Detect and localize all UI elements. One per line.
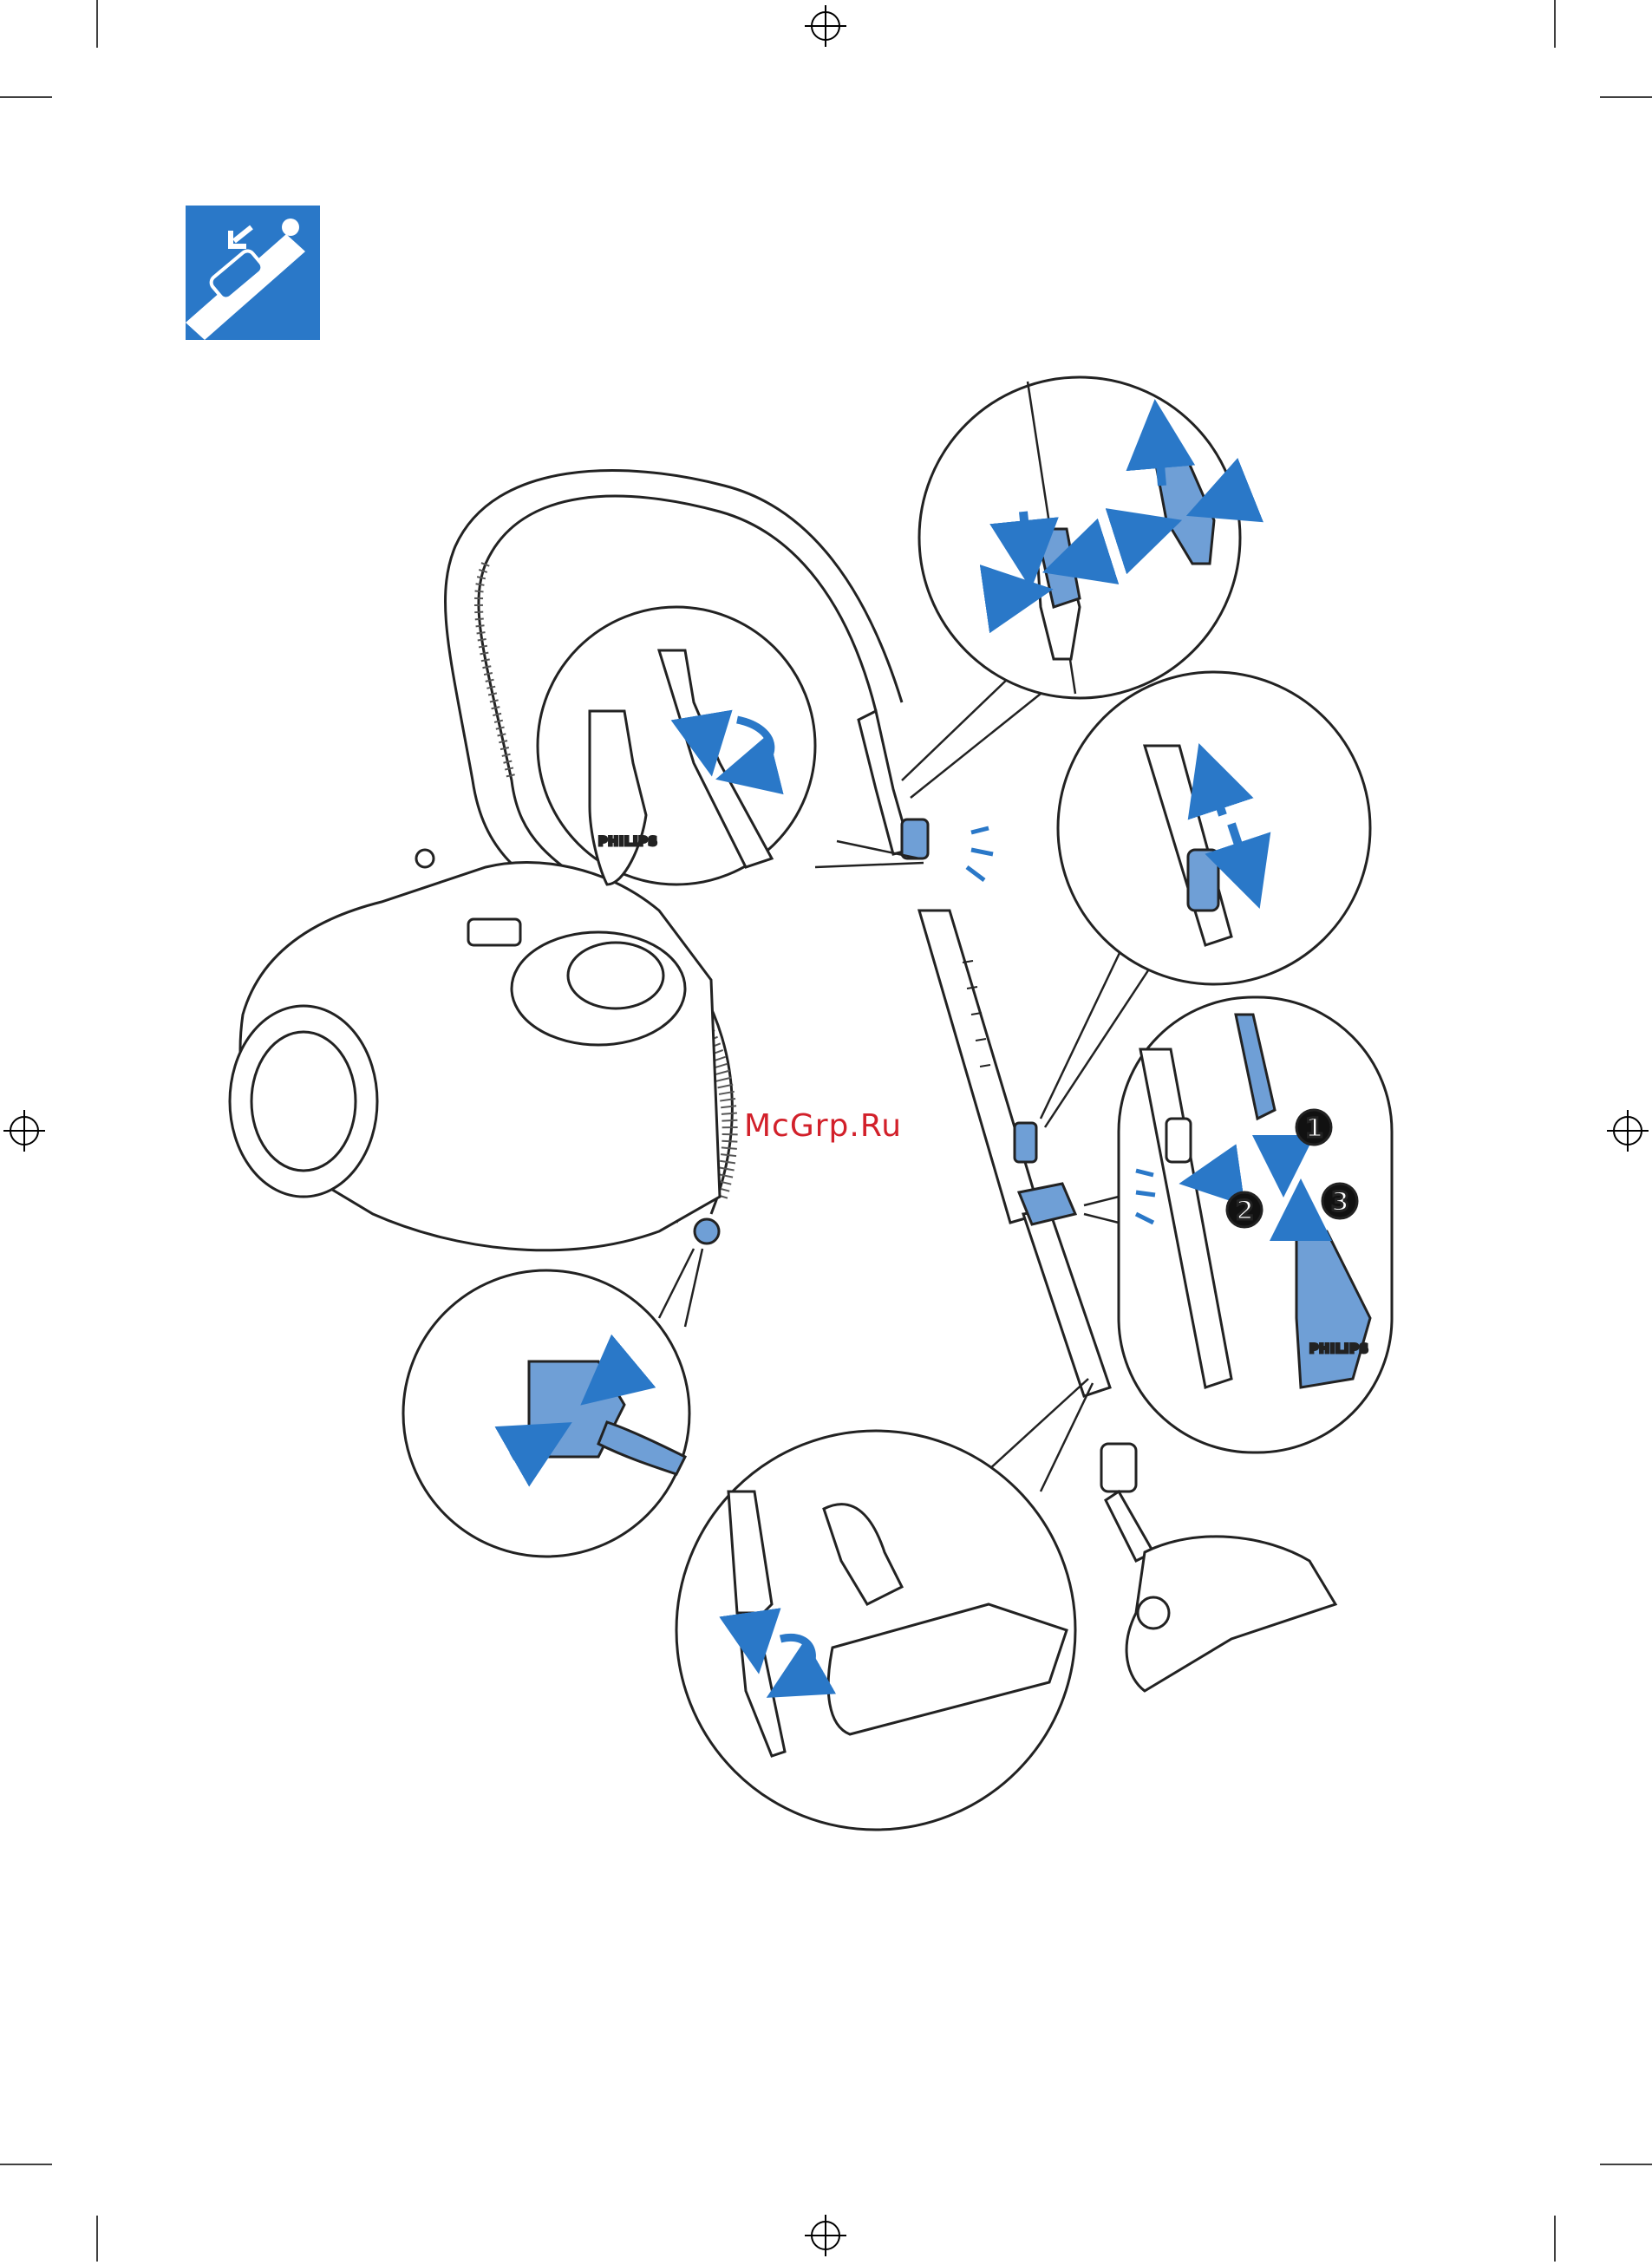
registration-mark-left [3,1110,45,1152]
svg-text:3: 3 [1331,1187,1349,1217]
brand-label: PHILIPS [598,835,658,849]
callout-tube-adjust [1058,672,1370,984]
callout-tool-steps: PHILIPS 1 2 3 [1119,997,1392,1452]
registration-mark-top [805,5,846,47]
svg-text:PHILIPS: PHILIPS [1309,1342,1369,1356]
watermark: McGrp.Ru [744,1108,902,1144]
registration-mark-bottom [805,2215,846,2256]
svg-text:2: 2 [1236,1196,1254,1226]
callout-floor-nozzle [676,1431,1075,1830]
callout-handle-lock [919,377,1240,698]
step-marker-3: 3 [1322,1184,1357,1218]
svg-text:1: 1 [1305,1113,1323,1144]
callout-hose-connector [403,1270,689,1557]
step-marker-2: 2 [1227,1192,1262,1227]
telescopic-tube [919,911,1110,1396]
callout-accessory-nozzle: PHILIPS [538,607,815,884]
vacuum-assembly-icon [186,206,320,340]
handle [859,711,928,858]
vacuum-cleaner-body [230,850,720,1250]
step-marker-1: 1 [1296,1110,1331,1145]
registration-mark-right [1607,1110,1649,1152]
floor-nozzle [1101,1444,1335,1691]
